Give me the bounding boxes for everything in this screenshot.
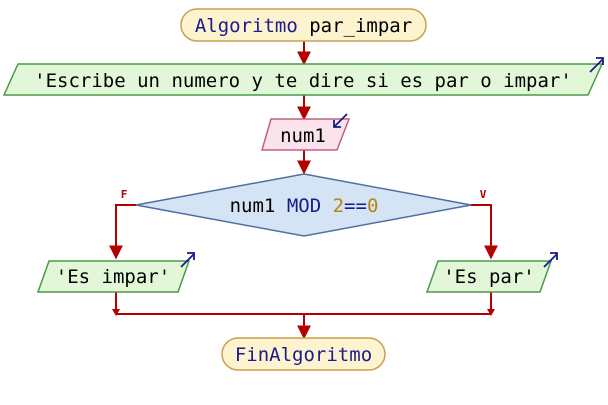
end-terminal-label: FinAlgoritmo [235,344,372,366]
output-false-arrow-icon [180,252,195,268]
output-true-text: 'Es par' [443,266,535,288]
merge-arrow-right [487,309,495,316]
start-terminal-label: Algoritmo par_impar [195,15,412,37]
condition-eq: == [344,195,367,217]
condition-var: num1 [230,195,276,217]
branch-true-label: V [480,188,487,201]
condition-op: MOD [287,195,321,217]
start-terminal-shape [180,8,427,42]
connector-decision-false [109,204,136,260]
end-terminal: FinAlgoritmo [221,337,386,371]
output-message-text: 'Escribe un numero y te dire si es par o… [34,70,572,92]
output-message-block: 'Escribe un numero y te dire si es par o… [2,57,604,96]
condition-num2: 0 [367,195,378,217]
input-shape [261,118,351,151]
condition-num1: 2 [333,195,344,217]
input-arrow-icon [333,113,348,128]
algorithm-name: par_impar [309,15,412,37]
output-true-block: 'Es par' [425,252,558,293]
decision-shape [135,173,472,237]
input-var-text: num1 [280,125,326,147]
output-arrow-icon [589,57,604,73]
decision-condition: num1 MOD 2==0 [230,195,379,217]
input-block: num1 [261,113,351,151]
output-false-text: 'Es impar' [56,266,170,288]
output-message-shape [2,63,604,96]
output-false-block: 'Es impar' [36,252,195,293]
output-true-arrow-icon [543,252,558,268]
connectors [109,41,498,340]
output-false-shape [36,260,191,293]
decision-block: num1 MOD 2==0 F V [121,173,487,237]
output-true-shape [425,260,553,293]
start-terminal: Algoritmo par_impar [180,8,427,42]
end-terminal-shape [221,337,386,371]
merge-arrow-left [112,309,120,316]
branch-false-label: F [121,188,128,201]
connector-decision-true [471,204,498,260]
merge-arrow-marks [112,309,495,316]
algoritmo-keyword: Algoritmo [195,15,309,37]
